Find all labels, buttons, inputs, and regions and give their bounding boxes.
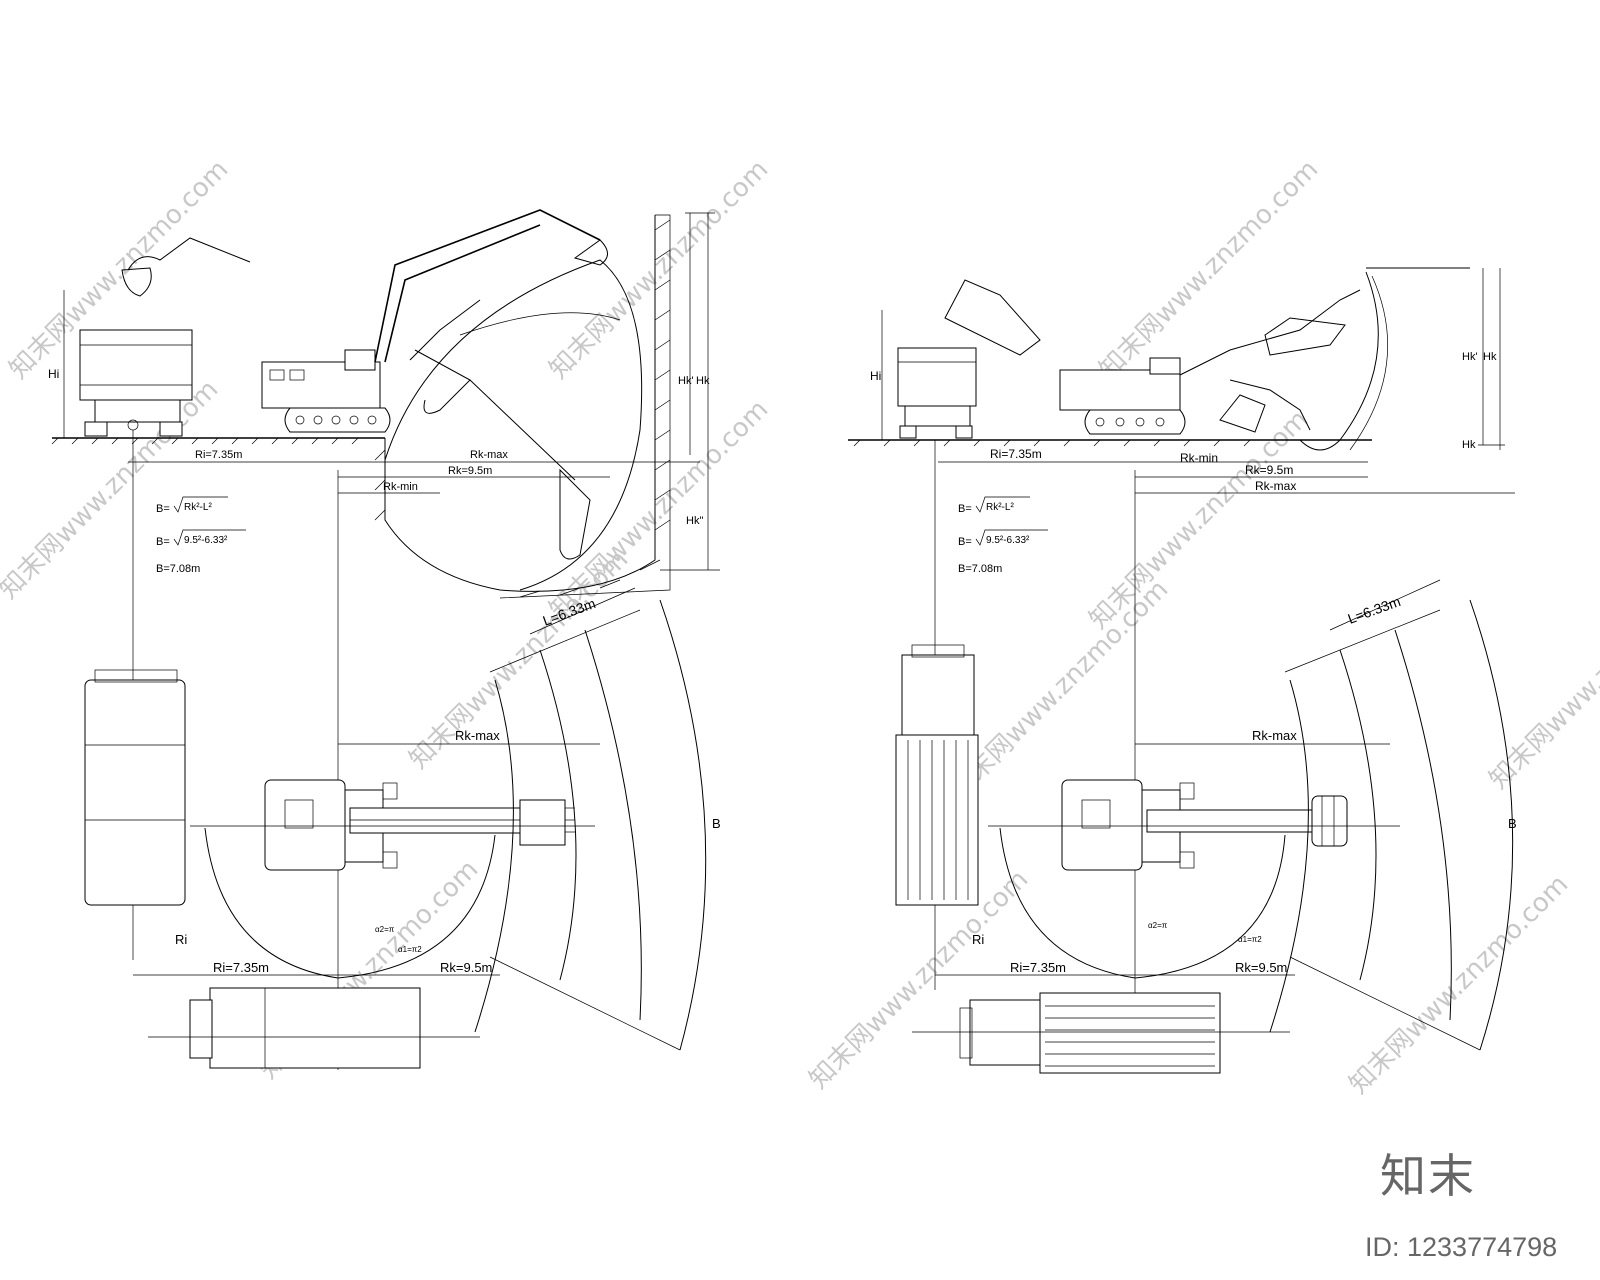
bucket-sweep <box>459 312 621 336</box>
plan-rk-max: Rk-max <box>455 728 500 743</box>
loader-bucket-ghost <box>944 279 1041 356</box>
plan-a1: α1=π2 <box>1238 935 1262 944</box>
svg-text:9.5²-6.33²: 9.5²-6.33² <box>184 535 228 546</box>
plan-b: B <box>1508 816 1517 831</box>
pit-hatch <box>374 219 671 598</box>
bucket-ghost <box>121 267 152 297</box>
reach-arc-4 <box>1469 599 1514 1051</box>
reach-arc-3 <box>1394 629 1452 1021</box>
plan-rk-max: Rk-max <box>1252 728 1297 743</box>
plan-a2: α2=π <box>375 925 395 934</box>
watermark-text: 知末网www.znzmo.com <box>544 154 775 385</box>
svg-text:B=: B= <box>156 536 170 548</box>
label-hi: Hi <box>870 369 881 383</box>
svg-text:B=7.08m: B=7.08m <box>156 563 200 575</box>
reach-arc-3 <box>584 629 642 1021</box>
loader-elevation <box>1059 289 1361 435</box>
ground-hatch <box>853 439 1251 447</box>
pit-hatch-border <box>499 214 671 599</box>
plan-a2: α2=π <box>1148 921 1168 930</box>
watermark-text: 知末网www.znzmo.com <box>1084 404 1315 635</box>
truck-plan-bottom <box>959 992 1221 1074</box>
excavator-plan <box>264 779 575 871</box>
svg-text:B=: B= <box>958 503 972 515</box>
plan-ri: Ri=7.35m <box>213 960 269 975</box>
watermark-text: 知末网www.znzmo.com <box>1344 869 1575 1100</box>
svg-text:9.5²-6.33²: 9.5²-6.33² <box>986 535 1030 546</box>
swing-arc-right <box>1134 834 1286 979</box>
right-drawing: Hk' Hk Hk Hi Ri=7.35m Rk-min Rk=9.5m Rk-… <box>848 267 1517 1074</box>
plan-rk: Rk=9.5m <box>440 960 492 975</box>
label-hk-prime: Hk' <box>678 375 694 387</box>
plan-ri: Ri=7.35m <box>1010 960 1066 975</box>
pit-outline <box>384 215 656 592</box>
reach-arc-2 <box>1339 649 1377 981</box>
boom-ghost <box>127 237 251 271</box>
label-hk: Hk <box>696 375 710 387</box>
dump-truck-elevation <box>79 329 193 437</box>
label-hk: Hk <box>1483 351 1497 363</box>
dim-rk-max: Rk-max <box>1255 479 1296 493</box>
label-hk-dbl: Hk" <box>686 515 703 527</box>
truck-plan-top <box>895 644 979 906</box>
svg-text:B=: B= <box>958 536 972 548</box>
svg-text:B=7.08m: B=7.08m <box>958 563 1002 575</box>
dim-rk: Rk=9.5m <box>1245 463 1293 477</box>
image-id: ID: 1233774798 <box>1365 1232 1558 1262</box>
plan-a1: α1=π2 <box>398 945 422 954</box>
watermark-text: 知末网www.znzmo.com <box>1094 154 1325 385</box>
watermark-layer: 知末网www.znzmo.com 知末网www.znzmo.com 知末网www… <box>0 154 1600 1100</box>
dim-rk-max: Rk-max <box>470 449 508 461</box>
swing-arc-right <box>337 834 496 979</box>
brand-logo: 知末 <box>1380 1149 1476 1203</box>
reach-arc-1 <box>1269 679 1309 1033</box>
plan-b: B <box>712 816 721 831</box>
face-outline <box>1299 271 1379 451</box>
digging-envelope <box>384 259 643 591</box>
dim-rk-min: Rk-min <box>1180 451 1218 465</box>
swing-arc-left <box>204 827 339 979</box>
plan-l-dim: L=6.33m <box>1346 593 1403 627</box>
label-hk-prime: Hk' <box>1462 351 1478 363</box>
reach-arc-4 <box>659 599 707 1051</box>
truck-plan-bottom <box>189 987 421 1069</box>
dim-rk: Rk=9.5m <box>448 465 492 477</box>
loader-plan <box>1061 779 1348 871</box>
dim-ri: Ri=7.35m <box>990 447 1042 461</box>
dump-truck-elevation <box>897 347 977 439</box>
reach-arc-2 <box>539 649 577 981</box>
swing-arc-left <box>999 827 1136 979</box>
truck-plan-top <box>84 669 186 906</box>
plan-rk: Rk=9.5m <box>1235 960 1287 975</box>
label-hk-low: Hk <box>1462 439 1476 451</box>
plan-ri-side: Ri <box>972 932 984 947</box>
reach-arc-1 <box>474 679 514 1033</box>
svg-text:B=: B= <box>156 503 170 515</box>
svg-text:Rk²-L²: Rk²-L² <box>986 502 1014 513</box>
formula-block: B= Rk²-L² B= 9.5²-6.33² B=7.08m <box>156 496 246 575</box>
ground-hatch <box>51 437 359 445</box>
plan-ri-side: Ri <box>175 932 187 947</box>
formula-block: B= Rk²-L² B= 9.5²-6.33² B=7.08m <box>958 496 1048 575</box>
dim-ri: Ri=7.35m <box>195 449 242 461</box>
excavator-elevation <box>261 209 608 560</box>
dim-rk-min: Rk-min <box>383 481 418 493</box>
watermark-text: 知末网www.znzmo.com <box>1484 564 1600 795</box>
label-hi: Hi <box>48 367 59 381</box>
svg-text:Rk²-L²: Rk²-L² <box>184 502 212 513</box>
